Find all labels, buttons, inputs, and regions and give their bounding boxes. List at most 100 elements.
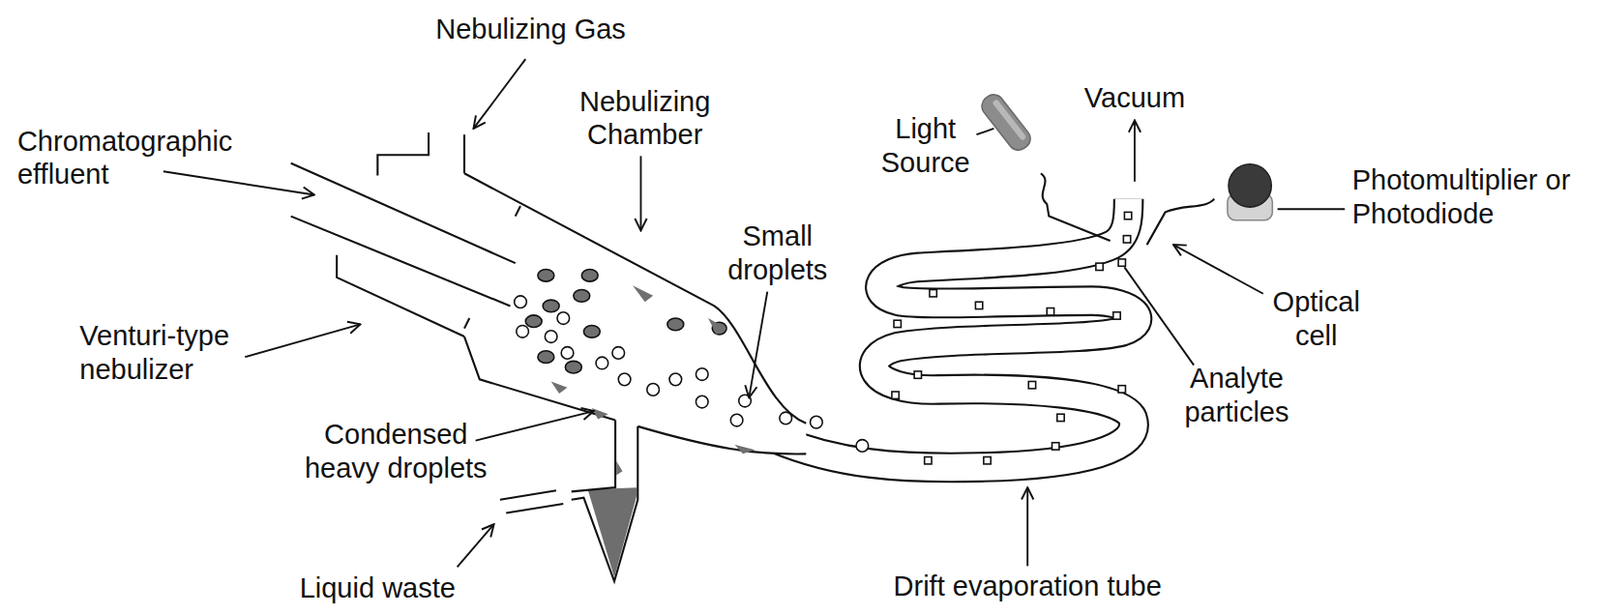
part-label: Nebulizing Chamber — [562, 85, 728, 153]
part-label: Small droplets — [714, 219, 841, 288]
lamp — [977, 90, 1036, 155]
leader-arrow — [640, 155, 643, 231]
jacket-tick — [464, 206, 521, 329]
large-droplets — [525, 268, 727, 374]
analyte-particles — [929, 290, 937, 297]
analyte-particles — [891, 391, 899, 399]
small-droplets — [561, 347, 574, 360]
condensed-droplets — [551, 381, 568, 394]
large-droplets — [542, 299, 560, 313]
large-droplets — [581, 268, 598, 282]
small-droplets — [647, 384, 660, 397]
large-droplets — [583, 325, 600, 338]
tube-bore — [775, 199, 1138, 469]
leader-line — [1277, 207, 1346, 210]
optical-cell — [1040, 173, 1215, 245]
effluent-tube — [291, 216, 511, 307]
part-label: Condensed heavy droplets — [294, 417, 498, 486]
large-droplets — [537, 268, 555, 282]
small-droplets — [695, 368, 709, 382]
large-droplets — [525, 315, 542, 328]
photodetector — [1227, 164, 1273, 221]
analyte-particles — [1113, 312, 1121, 320]
droplets — [514, 268, 869, 475]
drift-tube — [775, 199, 1138, 469]
nebulizing-chamber — [464, 173, 806, 454]
condensed-droplets — [734, 444, 755, 454]
analyte-particles — [891, 211, 1132, 465]
analyte-particles — [1096, 263, 1103, 270]
leaders — [163, 59, 1345, 567]
leader-line — [976, 128, 994, 135]
part-label: Nebulizing Gas — [435, 12, 626, 47]
part-label: Optical cell — [1263, 285, 1370, 354]
condensed-droplets — [632, 285, 653, 302]
leader-line — [1124, 266, 1194, 365]
small-droplets — [669, 373, 682, 386]
analyte-particles — [1124, 211, 1131, 219]
small-droplets — [856, 440, 869, 453]
analyte-particles — [975, 301, 982, 309]
leader-arrow — [748, 292, 768, 399]
analyte-particles — [1118, 259, 1126, 267]
waste-drain — [500, 420, 638, 583]
part-label: Light Source — [872, 112, 979, 180]
leader-arrow — [1133, 119, 1136, 181]
condensed-droplets — [708, 318, 727, 335]
detector-window — [1228, 164, 1272, 208]
drain-pipe — [571, 420, 639, 583]
gas-jacket — [377, 132, 429, 176]
condensed-droplets — [616, 461, 623, 476]
tube-wall — [775, 199, 1138, 469]
chamber-space — [464, 173, 806, 454]
lamp-highlight — [991, 98, 1027, 142]
analyte-particles — [1123, 236, 1130, 243]
gas-jacket — [336, 255, 465, 337]
part-label: Venturi-type nebulizer — [79, 319, 273, 387]
small-droplets — [612, 347, 625, 360]
leader-arrow — [244, 324, 360, 357]
chamber-lower-wall — [637, 426, 806, 455]
effluent-tube — [291, 163, 516, 264]
small-droplets — [595, 356, 609, 370]
leader-arrow — [163, 171, 315, 195]
small-droplets — [516, 325, 530, 338]
analyte-particles — [1028, 381, 1036, 388]
chamber-lower-wall — [464, 336, 616, 420]
leader-arrow — [1026, 487, 1029, 566]
large-droplets — [537, 351, 555, 364]
analyte-particles — [914, 371, 921, 379]
small-droplets — [544, 330, 558, 344]
condensed-droplets — [551, 285, 756, 475]
leader-arrow — [457, 524, 495, 567]
waste-outlet — [500, 490, 563, 513]
part-label: Vacuum — [1084, 81, 1186, 116]
light-entry-arm — [1040, 173, 1111, 241]
small-droplets — [618, 373, 631, 386]
small-droplets — [514, 296, 869, 452]
leader-arrow — [473, 59, 526, 129]
condensed-droplets — [592, 408, 609, 420]
part-label: Analyte particles — [1163, 361, 1309, 430]
large-droplets — [564, 360, 582, 374]
small-droplets — [557, 312, 570, 326]
gas-inlet — [463, 134, 466, 174]
small-droplets — [514, 296, 528, 309]
part-label: Liquid waste — [299, 571, 456, 606]
analyte-particles — [924, 457, 932, 465]
light-source — [977, 90, 1036, 155]
analyte-particles — [893, 320, 901, 327]
small-droplets — [810, 415, 824, 429]
venturi-nebulizer — [291, 132, 521, 337]
leader-arrow — [1173, 244, 1264, 295]
chamber-upper-wall — [464, 173, 806, 423]
small-droplets — [695, 395, 709, 409]
large-droplets — [667, 318, 684, 331]
part-label: Photomultiplier or Photodiode — [1352, 163, 1590, 232]
analyte-particles — [1057, 414, 1065, 421]
analyte-particles — [1046, 308, 1054, 316]
light-exit-arm — [1147, 199, 1215, 245]
small-droplets — [730, 414, 743, 427]
